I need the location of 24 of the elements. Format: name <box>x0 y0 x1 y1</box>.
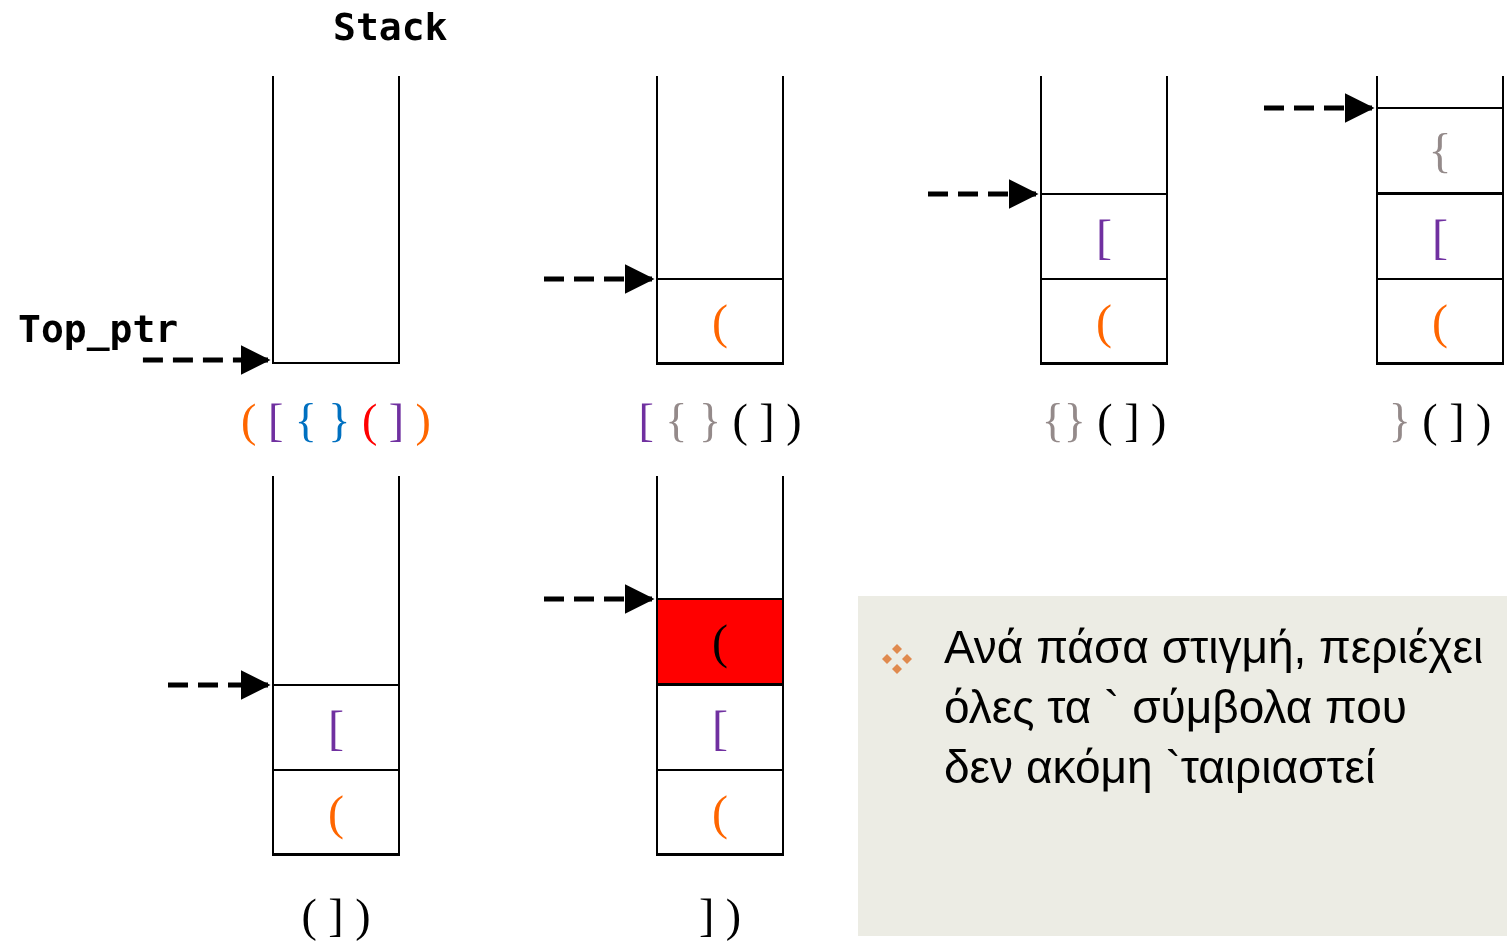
input-string: {} ( ] ) <box>1040 398 1168 444</box>
note-text: Ανά πάσα στιγμή, περιέχει όλες τα ` σύμβολα που δεν ακόμη `ταιριαστεί <box>944 621 1484 793</box>
stack-container <box>656 476 784 855</box>
stack-cell: { <box>1376 107 1504 194</box>
pointer-arrow <box>928 179 1039 209</box>
input-string: ( [ { } ( ] ) <box>240 398 432 444</box>
pointer-arrow <box>142 345 271 375</box>
input-string: ( ] ) <box>300 893 372 939</box>
input-string: [ { } ( ] ) <box>637 398 803 444</box>
stack-container <box>272 76 400 364</box>
pointer-arrow <box>544 264 655 294</box>
pointer-arrow <box>1264 93 1375 123</box>
stack-cell: ( <box>656 278 784 365</box>
note-panel <box>858 596 1507 936</box>
stack-container <box>656 76 784 364</box>
input-string: } ( ] ) <box>1387 398 1493 444</box>
stack-container <box>1376 76 1504 364</box>
stack-container <box>1040 76 1168 364</box>
stack-container <box>272 476 400 855</box>
stack-cell: ( <box>656 598 784 685</box>
pointer-arrow <box>544 584 655 614</box>
input-string: ] ) <box>697 893 743 939</box>
pointer-arrow <box>168 670 271 700</box>
heading: Stack <box>333 8 448 46</box>
